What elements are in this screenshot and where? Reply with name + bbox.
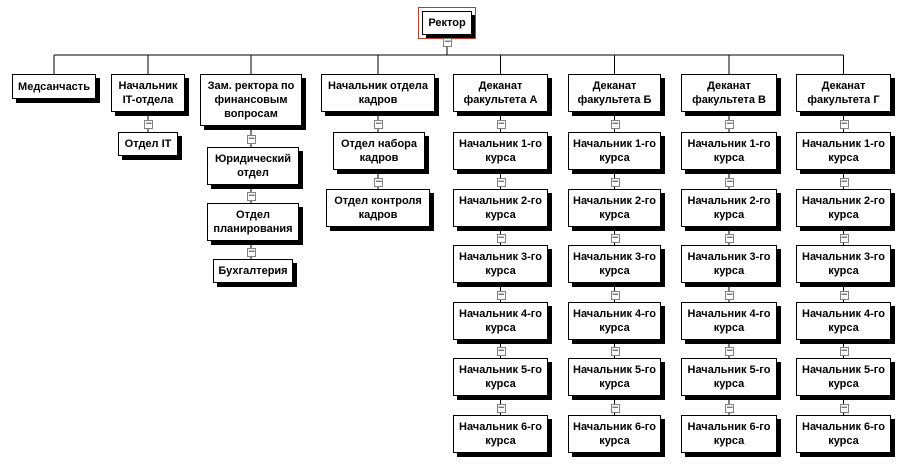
collapse-toggle-icon[interactable]: −	[496, 403, 506, 413]
collapse-toggle-icon[interactable]: −	[374, 119, 383, 129]
collapse-toggle-icon[interactable]: −	[610, 233, 620, 243]
collapse-toggle-icon[interactable]: −	[839, 119, 849, 129]
node-fac-b-child-2[interactable]: Начальник 2-го курса	[568, 189, 661, 227]
collapse-toggle-icon[interactable]: −	[496, 119, 506, 129]
collapse-toggle-icon[interactable]: −	[610, 177, 620, 187]
node-fac-a-child-3[interactable]: Начальник 3-го курса	[453, 245, 548, 283]
node-fac-a-child-2[interactable]: Начальник 2-го курса	[453, 189, 548, 227]
rector-box[interactable]: Ректор	[418, 7, 476, 39]
collapse-toggle-icon[interactable]: −	[496, 346, 506, 356]
collapse-toggle-icon[interactable]: −	[247, 191, 256, 201]
node-fac-b-child-4[interactable]: Начальник 4-го курса	[568, 302, 661, 340]
collapse-toggle-icon[interactable]: −	[610, 346, 620, 356]
collapse-toggle-icon[interactable]: −	[725, 177, 734, 187]
node-fac-v-child-1[interactable]: Начальник 1-го курса	[681, 132, 777, 170]
node-fac-a-child-4[interactable]: Начальник 4-го курса	[453, 302, 548, 340]
collapse-toggle-icon[interactable]: −	[144, 119, 153, 129]
node-fac-v-child-5[interactable]: Начальник 5-го курса	[681, 358, 777, 396]
node-it-child-1[interactable]: Отдел IT	[118, 132, 178, 156]
node-fin-child-3[interactable]: Бухгалтерия	[213, 259, 293, 283]
node-medsan-head[interactable]: Медсанчасть	[12, 74, 96, 99]
collapse-toggle-icon[interactable]: −	[610, 403, 620, 413]
node-fac-a-child-5[interactable]: Начальник 5-го курса	[453, 358, 548, 396]
node-fac-v-child-6[interactable]: Начальник 6-го курса	[681, 415, 777, 453]
node-fac-v-child-3[interactable]: Начальник 3-го курса	[681, 245, 777, 283]
collapse-toggle-icon[interactable]: −	[610, 290, 620, 300]
collapse-toggle-icon[interactable]: −	[839, 177, 849, 187]
node-fac-a-child-1[interactable]: Начальник 1-го курса	[453, 132, 548, 170]
node-fac-a-head[interactable]: Деканат факультета А	[453, 74, 548, 112]
node-fin-child-2[interactable]: Отдел планирования	[207, 203, 299, 241]
node-fac-g-child-3[interactable]: Начальник 3-го курса	[796, 245, 891, 283]
collapse-toggle-icon[interactable]: −	[443, 37, 452, 47]
collapse-toggle-icon[interactable]: −	[725, 119, 734, 129]
collapse-toggle-icon[interactable]: −	[247, 134, 256, 144]
collapse-toggle-icon[interactable]: −	[839, 346, 849, 356]
node-fin-head[interactable]: Зам. ректора по финансовым вопросам	[200, 74, 302, 126]
node-fac-b-head[interactable]: Деканат факультета Б	[568, 74, 661, 112]
collapse-toggle-icon[interactable]: −	[247, 247, 256, 257]
node-it-head[interactable]: Начальник IT-отдела	[111, 74, 185, 112]
collapse-toggle-icon[interactable]: −	[496, 233, 506, 243]
collapse-toggle-icon[interactable]: −	[610, 119, 620, 129]
node-hr-head[interactable]: Начальник отдела кадров	[321, 74, 435, 112]
node-fac-b-child-6[interactable]: Начальник 6-го курса	[568, 415, 661, 453]
node-fac-b-child-3[interactable]: Начальник 3-го курса	[568, 245, 661, 283]
collapse-toggle-icon[interactable]: −	[496, 177, 506, 187]
node-fac-v-child-4[interactable]: Начальник 4-го курса	[681, 302, 777, 340]
node-fac-v-child-2[interactable]: Начальник 2-го курса	[681, 189, 777, 227]
node-fin-child-1[interactable]: Юридический отдел	[207, 147, 299, 185]
collapse-toggle-icon[interactable]: −	[839, 403, 849, 413]
node-fac-g-child-5[interactable]: Начальник 5-го курса	[796, 358, 891, 396]
node-fac-b-child-1[interactable]: Начальник 1-го курса	[568, 132, 661, 170]
node-fac-g-child-2[interactable]: Начальник 2-го курса	[796, 189, 891, 227]
collapse-toggle-icon[interactable]: −	[374, 177, 383, 187]
collapse-toggle-icon[interactable]: −	[496, 290, 506, 300]
node-fac-g-child-1[interactable]: Начальник 1-го курса	[796, 132, 891, 170]
node-fac-g-head[interactable]: Деканат факультета Г	[796, 74, 891, 112]
collapse-toggle-icon[interactable]: −	[839, 290, 849, 300]
collapse-toggle-icon[interactable]: −	[725, 403, 734, 413]
collapse-toggle-icon[interactable]: −	[839, 233, 849, 243]
node-hr-child-2[interactable]: Отдел контроля кадров	[326, 189, 430, 227]
node-fac-g-child-4[interactable]: Начальник 4-го курса	[796, 302, 891, 340]
collapse-toggle-icon[interactable]: −	[725, 346, 734, 356]
collapse-toggle-icon[interactable]: −	[725, 290, 734, 300]
node-fac-g-child-6[interactable]: Начальник 6-го курса	[796, 415, 891, 453]
node-hr-child-1[interactable]: Отдел набора кадров	[333, 132, 425, 170]
node-fac-b-child-5[interactable]: Начальник 5-го курса	[568, 358, 661, 396]
node-fac-a-child-6[interactable]: Начальник 6-го курса	[453, 415, 548, 453]
collapse-toggle-icon[interactable]: −	[725, 233, 734, 243]
node-fac-v-head[interactable]: Деканат факультета В	[681, 74, 777, 112]
